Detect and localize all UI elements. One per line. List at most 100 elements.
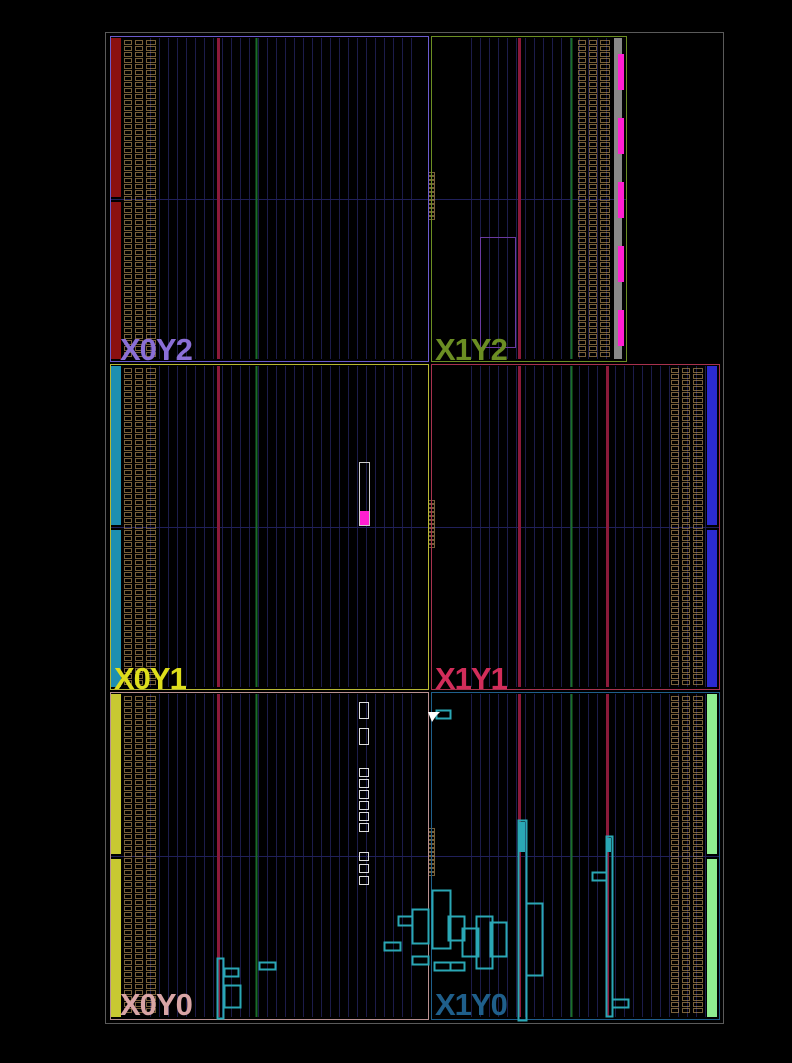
io-tile [124, 584, 132, 589]
io-tile [146, 632, 156, 637]
io-tile [146, 280, 156, 285]
io-tile [146, 876, 156, 881]
io-tile [135, 244, 143, 249]
io-tile [682, 984, 690, 989]
io-tile [682, 566, 690, 571]
io-tile [146, 530, 156, 535]
site-marker [359, 790, 369, 799]
io-tile [578, 316, 586, 321]
io-tile [682, 518, 690, 523]
io-tile [146, 702, 156, 707]
io-tile [682, 476, 690, 481]
io-tile [135, 422, 143, 427]
io-tile [124, 136, 132, 141]
io-tile [146, 572, 156, 577]
io-tile [146, 936, 156, 941]
io-tile [589, 346, 597, 351]
io-tile [146, 620, 156, 625]
io-bank-bar [707, 694, 717, 854]
io-tile [124, 596, 132, 601]
placed-cell [223, 984, 242, 1009]
io-tile [693, 864, 703, 869]
io-tile [682, 732, 690, 737]
io-tile [671, 834, 679, 839]
io-tile [671, 410, 679, 415]
io-tile [589, 160, 597, 165]
io-tile [589, 148, 597, 153]
io-tile [671, 702, 679, 707]
io-tile [682, 792, 690, 797]
io-tile [135, 476, 143, 481]
io-tile [682, 840, 690, 845]
io-tile [589, 106, 597, 111]
io-tile [146, 112, 156, 117]
io-tile [600, 256, 610, 261]
io-tile [146, 310, 156, 315]
io-tile [682, 608, 690, 613]
io-tile [671, 966, 679, 971]
device-outline [105, 32, 724, 1024]
io-tile [146, 668, 156, 673]
region-outline-x0y0 [110, 692, 429, 1020]
io-tile [578, 112, 586, 117]
io-tile [146, 250, 156, 255]
io-tile [146, 190, 156, 195]
io-tile [124, 792, 132, 797]
io-tile [124, 720, 132, 725]
io-tile [671, 374, 679, 379]
io-tile [135, 972, 143, 977]
io-tile [124, 936, 132, 941]
io-tile [146, 906, 156, 911]
io-tile [589, 298, 597, 303]
io-tile [682, 428, 690, 433]
io-tile [682, 536, 690, 541]
io-tile [693, 816, 703, 821]
io-tile [135, 632, 143, 637]
io-tile [693, 990, 703, 995]
io-tile [124, 70, 132, 75]
io-tile [671, 398, 679, 403]
io-tile [135, 996, 143, 1001]
io-tile [124, 208, 132, 213]
io-tile [589, 292, 597, 297]
io-tile [135, 876, 143, 881]
io-tile [589, 274, 597, 279]
io-tile [146, 352, 156, 357]
io-tile [671, 542, 679, 547]
io-tile [600, 100, 610, 105]
site-marker [359, 864, 369, 873]
io-tile [589, 52, 597, 57]
io-tile [589, 316, 597, 321]
io-tile [600, 172, 610, 177]
io-tile [693, 500, 703, 505]
io-tile [682, 596, 690, 601]
io-tile [135, 220, 143, 225]
io-tile [693, 846, 703, 851]
io-tile [671, 738, 679, 743]
io-tile [146, 434, 156, 439]
io-tile [578, 322, 586, 327]
io-tile [589, 226, 597, 231]
io-tile [693, 518, 703, 523]
io-tile [146, 804, 156, 809]
io-tile [124, 762, 132, 767]
placed-cell-dense [519, 822, 525, 852]
io-tile [671, 476, 679, 481]
io-tile [124, 626, 132, 631]
region-outline-x1y0 [431, 692, 720, 1020]
io-tile [124, 226, 132, 231]
io-tile [682, 386, 690, 391]
io-tile [693, 696, 703, 701]
io-tile [600, 232, 610, 237]
io-tile [135, 352, 143, 357]
io-tile [589, 118, 597, 123]
io-tile [146, 536, 156, 541]
io-tile [135, 744, 143, 749]
placed-cell-dense [607, 838, 611, 852]
io-tile [135, 822, 143, 827]
io-bank-highlight [618, 118, 624, 154]
io-tile [146, 226, 156, 231]
io-tile [671, 744, 679, 749]
io-tile [124, 798, 132, 803]
